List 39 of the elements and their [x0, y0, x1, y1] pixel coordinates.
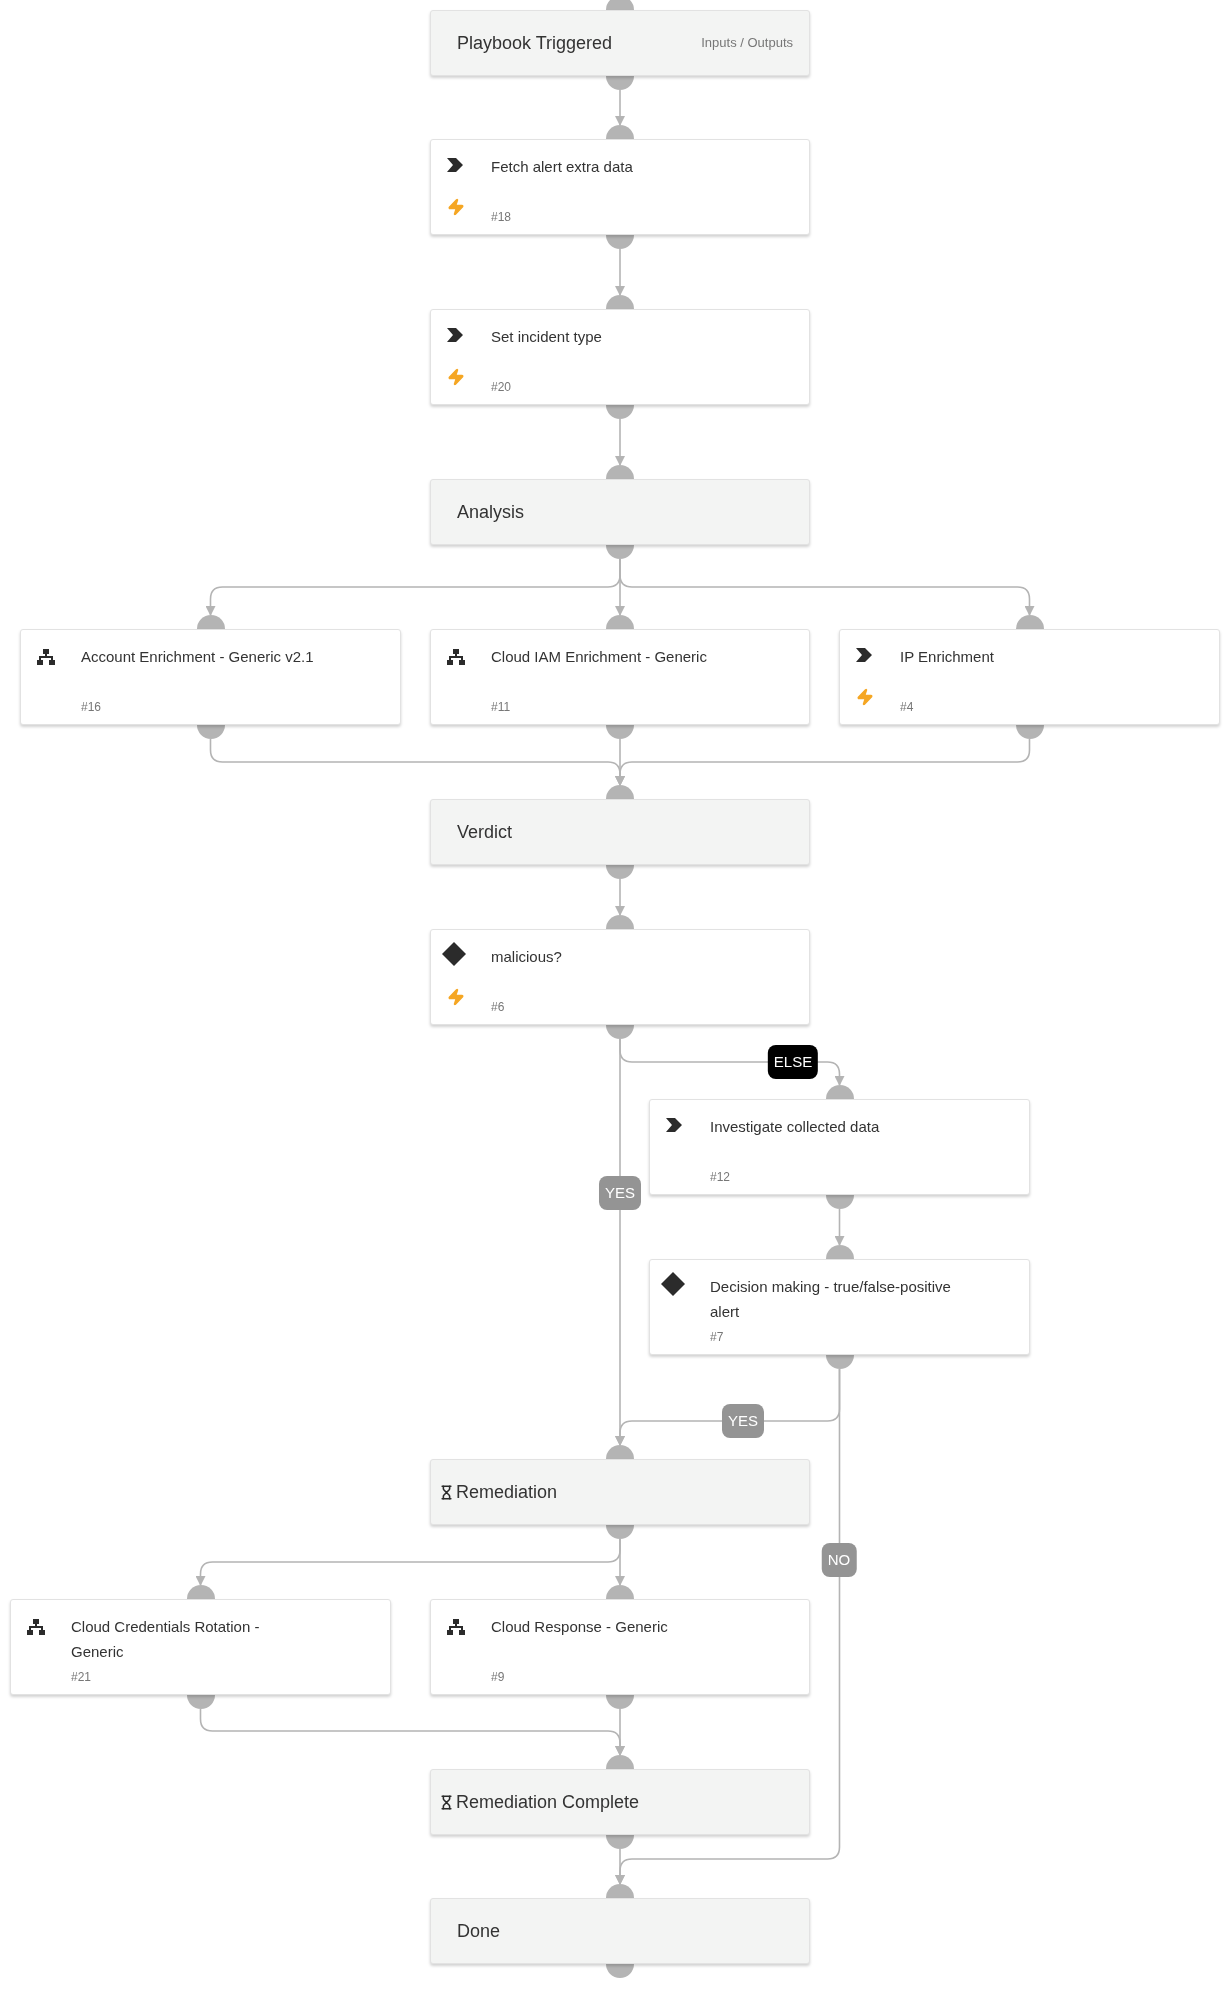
section-title: Remediation	[456, 1480, 558, 1504]
connector-arrow	[615, 1538, 625, 1586]
section-title: Verdict	[457, 820, 513, 844]
task-title: Account Enrichment - Generic v2.1	[81, 647, 314, 667]
task-id: #11	[491, 699, 511, 716]
task-title: malicious?	[491, 947, 562, 967]
task-id: #16	[81, 699, 102, 716]
connector-arrow	[834, 1208, 845, 1246]
task-id: #7	[710, 1329, 724, 1346]
task-id: #6	[491, 999, 505, 1016]
task-title: Set incident type	[491, 327, 602, 347]
edge-label: YES	[722, 1404, 764, 1438]
task-id: #18	[491, 209, 512, 226]
task-title: Cloud Response - Generic	[491, 1617, 668, 1637]
task-id: #12	[710, 1169, 731, 1186]
edge-label: NO	[821, 1543, 857, 1577]
task-title: Cloud Credentials Rotation - Generic	[71, 1617, 261, 1662]
task-id: #21	[71, 1669, 92, 1686]
task-title: Cloud IAM Enrichment - Generic	[491, 647, 707, 667]
task-id: #4	[900, 699, 914, 716]
task-title: Fetch alert extra data	[491, 157, 633, 177]
connector-arrow	[615, 878, 625, 916]
task-id: #20	[491, 379, 512, 396]
edge-label: YES	[599, 1176, 641, 1210]
connector-arrow	[615, 248, 625, 296]
task-title: Decision making - true/false-positive alert	[710, 1277, 952, 1322]
section-title: Remediation Complete	[456, 1790, 640, 1814]
connector-arrow	[615, 1708, 625, 1756]
section-title: Playbook Triggered	[457, 31, 613, 55]
connector-arrow	[615, 89, 625, 126]
edge-label: ELSE	[767, 1045, 819, 1079]
section-title: Done	[457, 1919, 501, 1943]
connector-arrow	[615, 1848, 625, 1885]
task-title: IP Enrichment	[900, 647, 994, 667]
connector-arrow	[615, 418, 625, 466]
task-id: #9	[491, 1669, 505, 1686]
section-title: Analysis	[457, 500, 525, 524]
inputs-outputs-link: Inputs / Outputs	[701, 34, 793, 53]
task-title: Investigate collected data	[710, 1117, 880, 1137]
